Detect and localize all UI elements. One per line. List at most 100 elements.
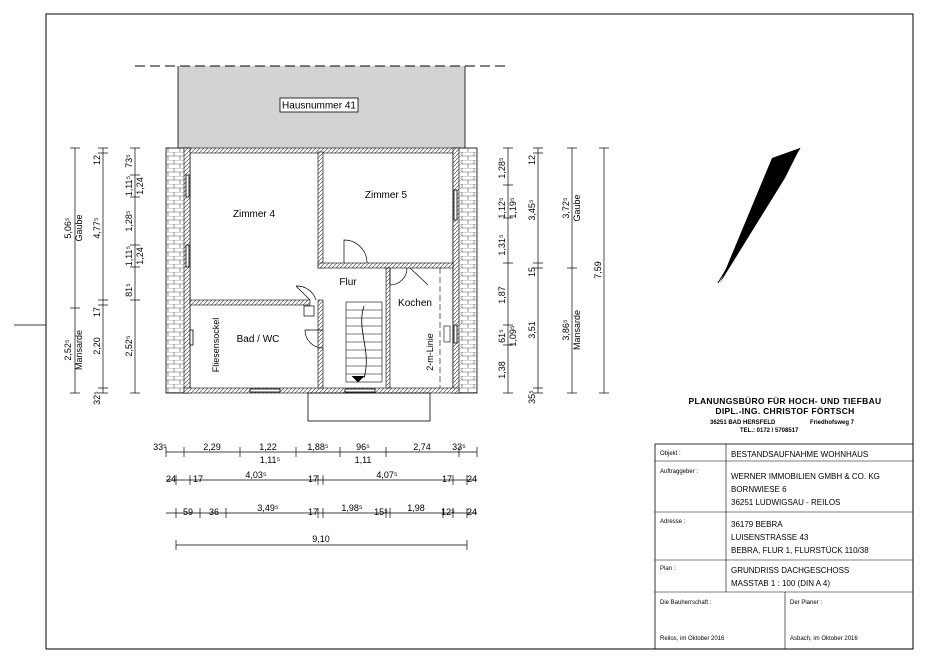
dim-bottom-r2-5: 17 — [442, 474, 452, 484]
dim-bottom-r3-6: 1,98 — [407, 503, 425, 513]
dim-left-inner-7: 2,52⁵ — [124, 335, 134, 357]
dim-bottom-r3-1: 36 — [209, 507, 219, 517]
dim-bottom-r2-2: 4,03⁵ — [245, 470, 267, 480]
window-kochen-right — [453, 324, 458, 344]
office-line1: PLANUNGSBÜRO FÜR HOCH- UND TIEFBAU — [689, 396, 882, 406]
room-flur: Flur — [339, 277, 357, 288]
dimensions-bottom — [165, 447, 478, 550]
dim-left-inner-2: 1,24 — [135, 177, 145, 195]
window-zimmer5-right — [453, 189, 458, 221]
door-zimmer5 — [343, 239, 368, 264]
label-2m-linie: 2-m-Linie — [425, 333, 435, 371]
dim-left-mid-1: 4,77⁵ — [92, 217, 102, 239]
tb-value-auftraggeber-1: BORNWIESE 6 — [731, 485, 787, 494]
dim-bottom-r2-3: 17 — [308, 474, 318, 484]
dim-right-mid-4: 35⁵ — [527, 390, 537, 404]
window-bad-left — [189, 329, 194, 346]
dim-bottom-r2-1: 17 — [193, 474, 203, 484]
dim-bottom-r1-3: 1,88⁵ — [307, 442, 329, 452]
dim-left-outer-bottom: 2,52⁵ — [63, 339, 73, 361]
dim-bottom-r3-0: 59 — [183, 507, 193, 517]
dim-right-total: 7,59 — [593, 261, 603, 279]
dim-bottom-r3-3: 17 — [308, 507, 318, 517]
title-block: PLANUNGSBÜRO FÜR HOCH- UND TIEFBAU DIPL.… — [654, 396, 914, 650]
dim-left-inner-3: 1,28⁵ — [124, 210, 134, 232]
dim-right-inner-6: 1,09⁵ — [508, 325, 518, 347]
dim-right-inner-4: 1,87 — [497, 286, 507, 304]
dimensions-left — [70, 147, 140, 394]
tb-label-plan: Plan : — [660, 566, 676, 572]
dim-left-inner-0: 73⁵ — [124, 154, 134, 168]
dimension-labels-left: 5,06⁵ Gaube 2,52⁵ Mansarde 12 4,77⁵ 17 2… — [63, 154, 145, 405]
dim-right-inner-7: 1,38 — [497, 361, 507, 379]
sheet-frame — [45, 13, 914, 650]
label-fliesensockel: Fliesensockel — [211, 318, 221, 373]
dim-bottom-r1-4: 96⁵ — [356, 442, 370, 452]
dim-left-mid-4: 32⁵ — [92, 391, 102, 405]
dim-right-outer-bottom: 3,86⁵ — [561, 319, 571, 341]
wall-zimmer-divider — [317, 151, 324, 269]
room-zimmer5: Zimmer 5 — [365, 190, 408, 201]
dim-bottom-r2-6: 24 — [467, 474, 477, 484]
dim-right-inner-0: 1,28⁵ — [497, 157, 507, 179]
wall-flur-top — [317, 262, 454, 269]
tb-value-plan-1: MASSTAB 1 : 100 (DIN A 4) — [731, 579, 830, 588]
tb-value-auftraggeber-2: 36251 LUDWIGSAU - REILOS — [731, 498, 840, 507]
floor-plan: Zimmer 4 Zimmer 5 Flur Kochen Bad / WC F… — [165, 147, 478, 422]
dim-right-inner-3: 1,31⁵ — [497, 234, 507, 256]
door-kochen — [389, 267, 429, 286]
dim-bottom-r3-7: 12⁵ — [441, 507, 455, 517]
dim-left-inner-5: 1,24 — [135, 247, 145, 265]
tb-value-plan-0: GRUNDRISS DACHGESCHOSS — [731, 566, 849, 575]
office-street: Friedhofsweg 7 — [810, 420, 855, 426]
room-kochen: Kochen — [398, 298, 432, 309]
window-flur-bottom — [344, 388, 376, 393]
kitchen-fixture — [443, 325, 451, 343]
dim-right-mid-0: 12 — [527, 155, 537, 165]
dim-bottom-r2-0: 24 — [166, 474, 176, 484]
dim-right-mid-2: 15 — [527, 267, 537, 277]
dim-right-outer: 3,72⁵ — [561, 197, 571, 219]
tb-label-adresse: Adresse : — [660, 519, 686, 525]
dim-right-mansarde: Mansarde — [572, 310, 582, 350]
dim-bottom-r1-1: 2,29 — [203, 442, 221, 452]
dim-right-gaube: Gaube — [572, 194, 582, 221]
tb-planer-label: Der Planer : — [790, 600, 822, 606]
dimension-labels-right: 1,28⁵ 1,12⁵ 1,19⁵ 1,31⁵ 1,87 61⁵ 1,09⁵ 1… — [497, 155, 603, 404]
tb-value-objekt: BESTANDSAUFNAHME WOHNHAUS — [731, 450, 868, 459]
dim-bottom-r3-2: 3,49⁵ — [257, 503, 279, 513]
wall-bottom — [183, 387, 460, 394]
tb-value-adresse-0: 36179 BEBRA — [731, 520, 783, 529]
door-zimmer4 — [295, 285, 317, 317]
tb-value-adresse-2: BEBRA, FLUR 1, FLURSTÜCK 110/38 — [731, 546, 869, 555]
north-arrow: N — [717, 147, 801, 284]
dim-bottom-r1-6: 33⁵ — [452, 442, 466, 452]
office-tel: TEL.: 0172 / 5708517 — [740, 428, 799, 434]
window-zimmer4-left-a — [185, 174, 190, 198]
dim-left-gaube: Gaube — [74, 214, 84, 241]
dim-left-mid-0: 12 — [92, 155, 102, 165]
title-table — [654, 443, 914, 650]
house-number-box — [279, 97, 359, 113]
house-number-label: Hausnummer 41 — [282, 101, 356, 112]
dim-left-inner-1: 1,11⁵ — [124, 175, 134, 196]
dim-bottom-r1-2: 1,22 — [259, 442, 277, 452]
tb-bauherr-label: Die Bauherrschaft : — [660, 600, 712, 606]
dim-bottom-r3-5: 15⁵ — [374, 507, 388, 517]
dim-left-inner-6: 81⁵ — [124, 283, 134, 297]
dim-right-mid-1: 3,45⁵ — [527, 199, 537, 221]
door-bad — [304, 329, 324, 349]
dim-right-inner-2: 1,19⁵ — [508, 197, 518, 219]
dim-left-mid-2: 17 — [92, 307, 102, 317]
wall-kochen-left — [385, 267, 391, 389]
dim-right-inner-5: 61⁵ — [497, 329, 507, 343]
dimension-labels-bottom: 33⁵ 2,29 1,22 1,88⁵ 96⁵ 2,74 33⁵ 1,11⁵ 1… — [153, 442, 477, 544]
window-bad-bottom — [249, 388, 281, 393]
dim-bottom-r1-sub-0: 1,11⁵ — [260, 455, 281, 465]
dim-left-mansarde: Mansarde — [74, 330, 84, 370]
room-bad: Bad / WC — [237, 334, 280, 345]
dim-left-inner-4: 1,11⁵ — [124, 245, 134, 266]
dim-bottom-r1-5: 2,74 — [413, 442, 431, 452]
entrance-step — [307, 392, 431, 422]
tb-label-auftraggeber: Auftraggeber : — [660, 469, 698, 475]
